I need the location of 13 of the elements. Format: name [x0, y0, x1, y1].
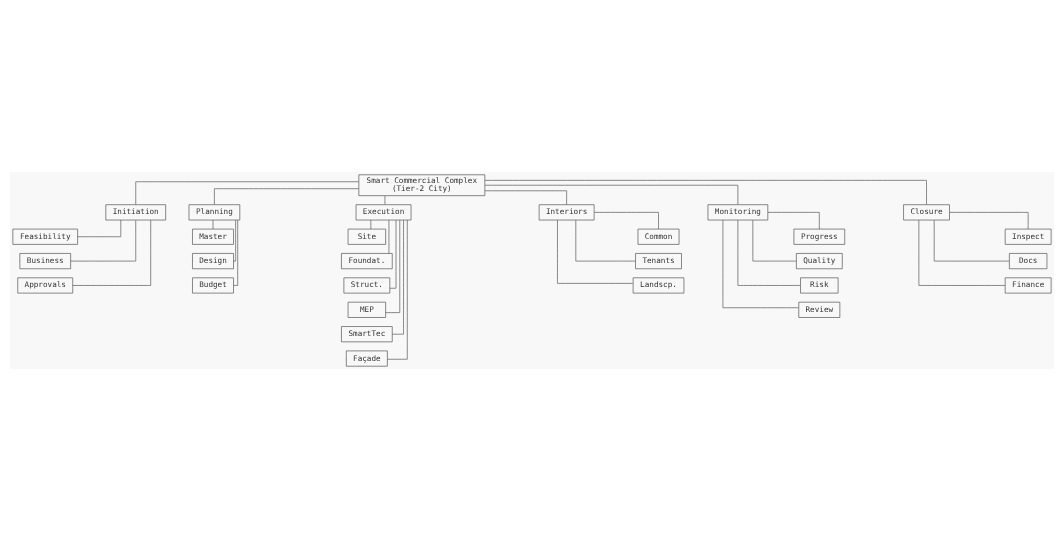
connector: [384, 195, 386, 205]
connector: [484, 184, 739, 205]
connector: [752, 219, 797, 262]
connector: [933, 219, 1010, 262]
connector: [484, 180, 927, 205]
connector: [575, 219, 636, 262]
connector: [918, 219, 1006, 286]
connector: [737, 219, 801, 286]
connector: [214, 188, 360, 205]
connector: [135, 181, 360, 205]
connector: [722, 219, 799, 309]
connector: [484, 190, 567, 205]
connector: [557, 219, 634, 284]
